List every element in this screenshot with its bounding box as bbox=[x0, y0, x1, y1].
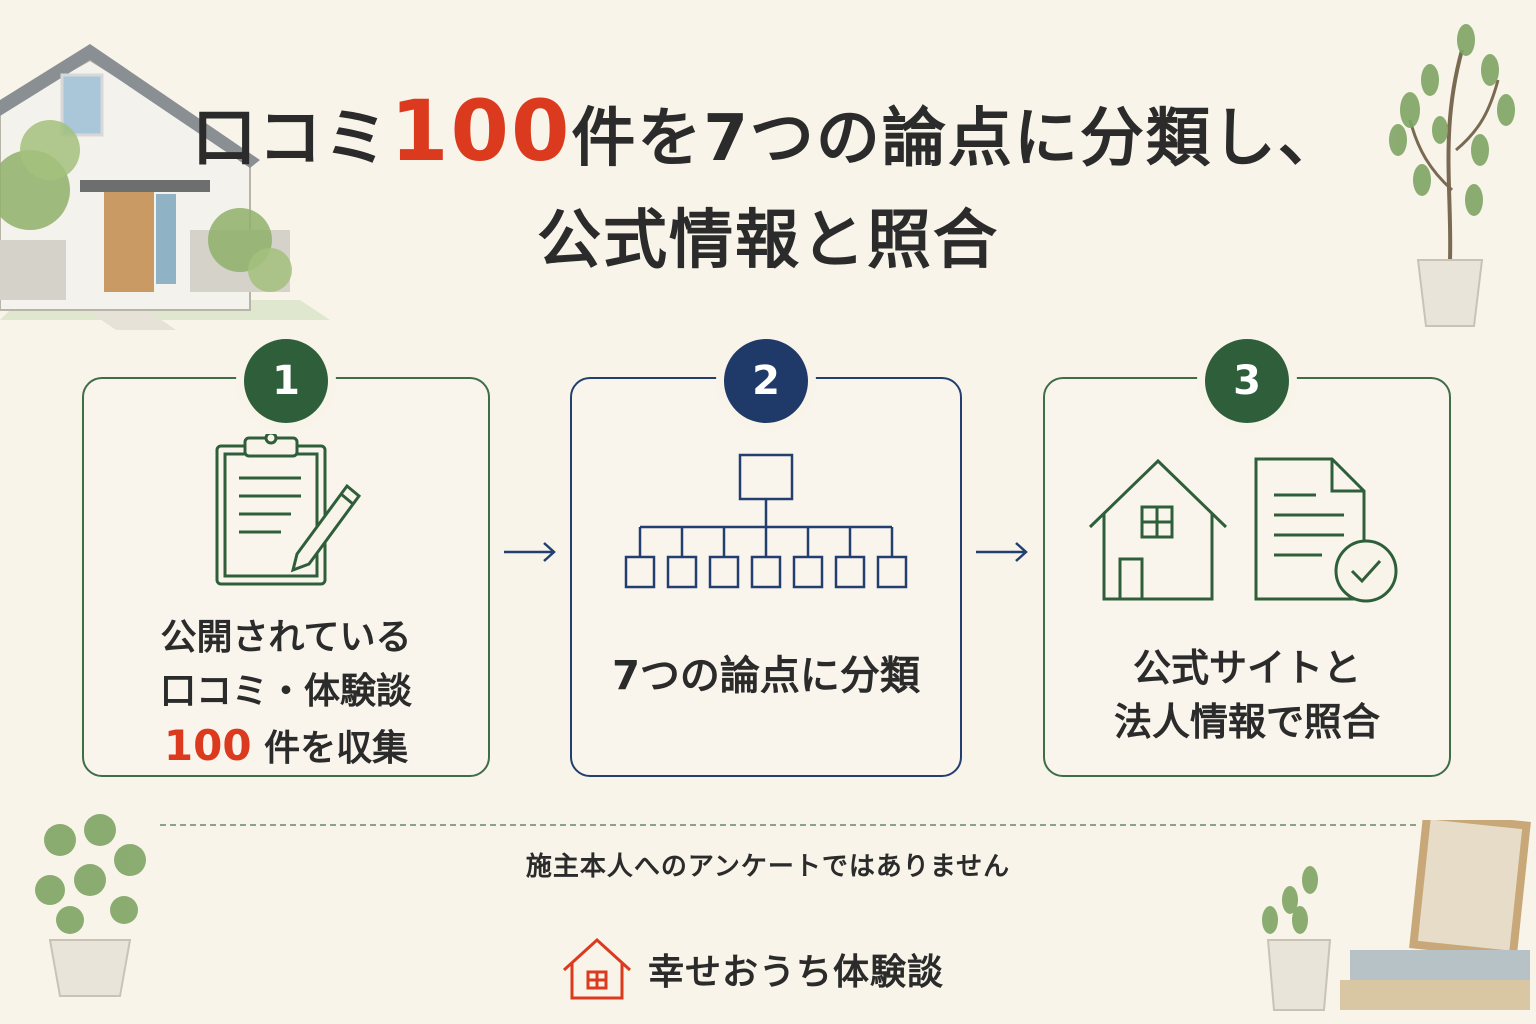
step1-line2: 口コミ・体験談 bbox=[159, 671, 412, 712]
step1-line3: 100 件を収集 bbox=[84, 719, 488, 776]
clipboard-pencil-icon bbox=[84, 434, 488, 594]
step2-line1: 7つの論点に分類 bbox=[612, 653, 920, 699]
step1-highlight-rest: 件を収集 bbox=[251, 728, 409, 769]
step-card-3: 3 公式サイトと 法人情報で照合 bbox=[1043, 331, 1451, 777]
step-card-1: 1 公開されている 口コミ・体験談 100 件を収集 bbox=[82, 331, 490, 777]
step-card-2: 2 7つの論点に分類 bbox=[570, 331, 962, 777]
disclaimer-note: 施主本人へのアンケートではありません bbox=[525, 852, 1011, 882]
page-title-line2: 公式情報と照合 bbox=[537, 204, 999, 278]
step-badge-1: 1 bbox=[236, 331, 336, 431]
title-suffix: 件を7つの論点に分類し、 bbox=[571, 102, 1344, 176]
house-document-check-icon bbox=[1045, 451, 1449, 611]
brand-logo: 幸せおうち体験談 bbox=[560, 936, 944, 1002]
arrow-right-icon bbox=[976, 542, 1028, 562]
dashed-divider bbox=[160, 824, 1416, 826]
brand-name: 幸せおうち体験談 bbox=[648, 952, 945, 993]
step-badge-3: 3 bbox=[1197, 331, 1297, 431]
house-illustration bbox=[0, 44, 330, 330]
step-badge-2: 2 bbox=[716, 331, 816, 431]
step1-highlight-number: 100 bbox=[163, 721, 252, 770]
potted-plant-illustration bbox=[35, 814, 146, 997]
books-frame-illustration bbox=[1262, 820, 1531, 1011]
step3-line1: 公式サイトと bbox=[1132, 646, 1361, 690]
page-title-line1: 口コミ100件を7つの論点に分類し、 bbox=[0, 86, 1536, 184]
title-prefix: 口コミ bbox=[192, 102, 391, 176]
step3-line2: 法人情報で照合 bbox=[1113, 700, 1380, 744]
title-number: 100 bbox=[390, 82, 572, 180]
step1-line1: 公開されている bbox=[160, 617, 412, 658]
arrow-right-icon bbox=[504, 542, 556, 562]
hierarchy-tree-icon bbox=[572, 451, 960, 591]
potted-tree-illustration bbox=[1389, 24, 1515, 327]
house-logo-icon bbox=[562, 937, 632, 1000]
